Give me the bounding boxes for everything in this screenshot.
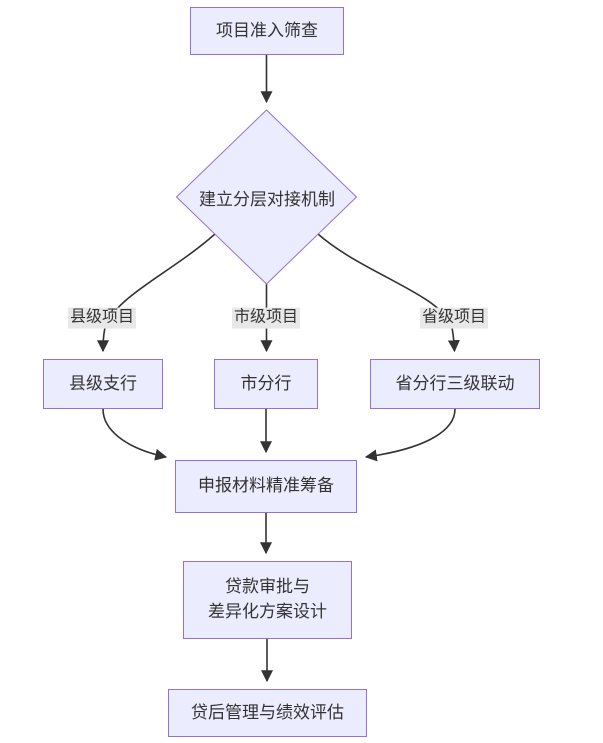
edge-mechanism-to-province-branch bbox=[317, 233, 460, 353]
node-city-branch: 市分行 bbox=[214, 359, 318, 409]
node-materials-prep: 申报材料精准筹备 bbox=[175, 460, 357, 513]
node-loan-approval-label-line2: 差异化方案设计 bbox=[208, 602, 327, 621]
node-tiered-mechanism-label: 建立分层对接机制 bbox=[199, 189, 335, 209]
node-province-branch: 省分行三级联动 bbox=[370, 359, 540, 409]
node-post-loan-label: 贷后管理与绩效评估 bbox=[191, 702, 344, 722]
node-county-branch: 县级支行 bbox=[43, 359, 163, 409]
edge-label-city-project: 市级项目 bbox=[231, 307, 301, 329]
edge-label-province-project: 省级项目 bbox=[419, 307, 489, 329]
edge-province-branch-to-materials bbox=[364, 408, 456, 462]
decision-diamond-shape bbox=[175, 109, 358, 285]
node-loan-approval: 贷款审批与 差异化方案设计 bbox=[183, 561, 352, 639]
edge-county-branch-to-materials bbox=[102, 408, 168, 461]
node-city-branch-label: 市分行 bbox=[240, 373, 292, 393]
node-post-loan: 贷后管理与绩效评估 bbox=[168, 689, 367, 737]
edge-mechanism-to-county-branch bbox=[97, 233, 216, 353]
node-province-branch-label: 省分行三级联动 bbox=[395, 373, 515, 393]
node-county-branch-label: 县级支行 bbox=[69, 373, 137, 393]
node-materials-prep-label: 申报材料精准筹备 bbox=[198, 476, 334, 496]
node-tiered-mechanism: 建立分层对接机制 bbox=[177, 180, 357, 214]
node-loan-approval-label-line1: 贷款审批与 bbox=[225, 577, 310, 597]
node-project-screening-label: 项目准入筛查 bbox=[216, 20, 318, 40]
node-project-screening: 项目准入筛查 bbox=[190, 7, 344, 55]
edge-label-county-project: 县级项目 bbox=[67, 307, 137, 329]
